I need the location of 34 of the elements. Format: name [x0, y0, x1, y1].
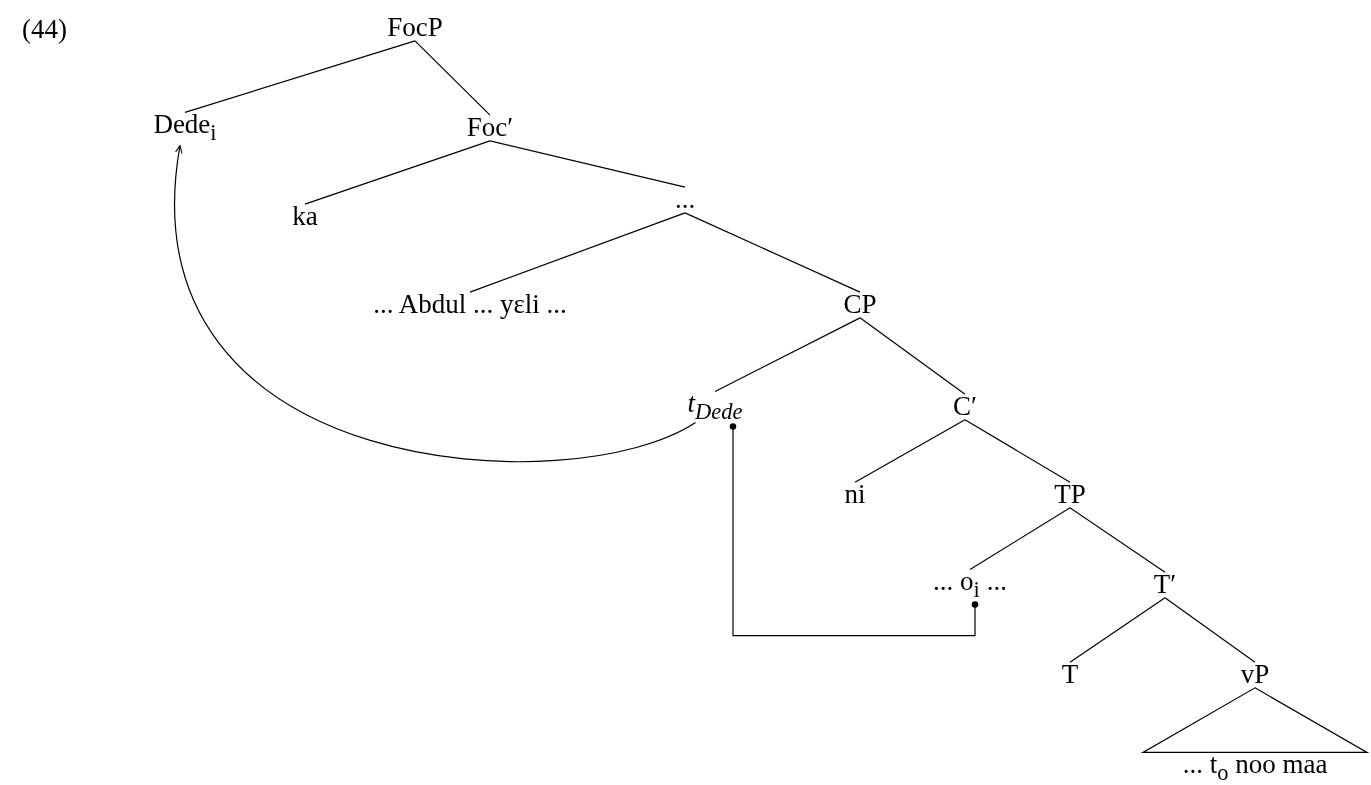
- tree-node-label: Foc′: [466, 113, 514, 143]
- branch-line: [184, 40, 416, 114]
- branch-line: [304, 140, 491, 205]
- tree-node-label: t$_{Dede}$: [687, 389, 743, 425]
- tree-node-label: vP: [1240, 660, 1270, 690]
- tree-node-label: ka: [292, 202, 318, 232]
- example-number: (44): [22, 14, 67, 45]
- tree-node-label: ... t$_{o}$ noo maa: [1182, 750, 1328, 785]
- tree-node-label: ... o$_{i}$ ...: [933, 567, 1007, 603]
- tree-node-label: FocP: [387, 13, 443, 43]
- roof-triangle: [1140, 687, 1370, 754]
- tree-node-label: T′: [1153, 570, 1177, 600]
- tree-node-label: C′: [953, 392, 977, 422]
- tree-node-label: ... Abdul ... yεli ...: [373, 290, 567, 320]
- tree-node-label: ni: [844, 480, 866, 510]
- tree-node-label: ...: [674, 185, 696, 215]
- tree-node-label: CP: [843, 290, 877, 320]
- binding-line: [729, 423, 979, 637]
- branch-line: [1069, 597, 1166, 663]
- branch-line: [854, 419, 966, 483]
- branch-line: [684, 212, 861, 293]
- branch-line: [489, 140, 686, 188]
- branch-line: [469, 212, 686, 293]
- branch-line: [414, 40, 491, 116]
- branch-line: [714, 317, 861, 393]
- movement-arrow: [174, 144, 697, 462]
- branch-line: [1069, 507, 1166, 573]
- tree-node-label: TP: [1054, 480, 1086, 510]
- branch-line: [1164, 597, 1256, 663]
- branch-line: [859, 317, 966, 395]
- tree-node-label: Dede$_{i}$: [153, 110, 217, 146]
- branch-line: [969, 507, 1071, 571]
- branch-line: [964, 419, 1071, 483]
- tree-node-label: T: [1061, 660, 1079, 690]
